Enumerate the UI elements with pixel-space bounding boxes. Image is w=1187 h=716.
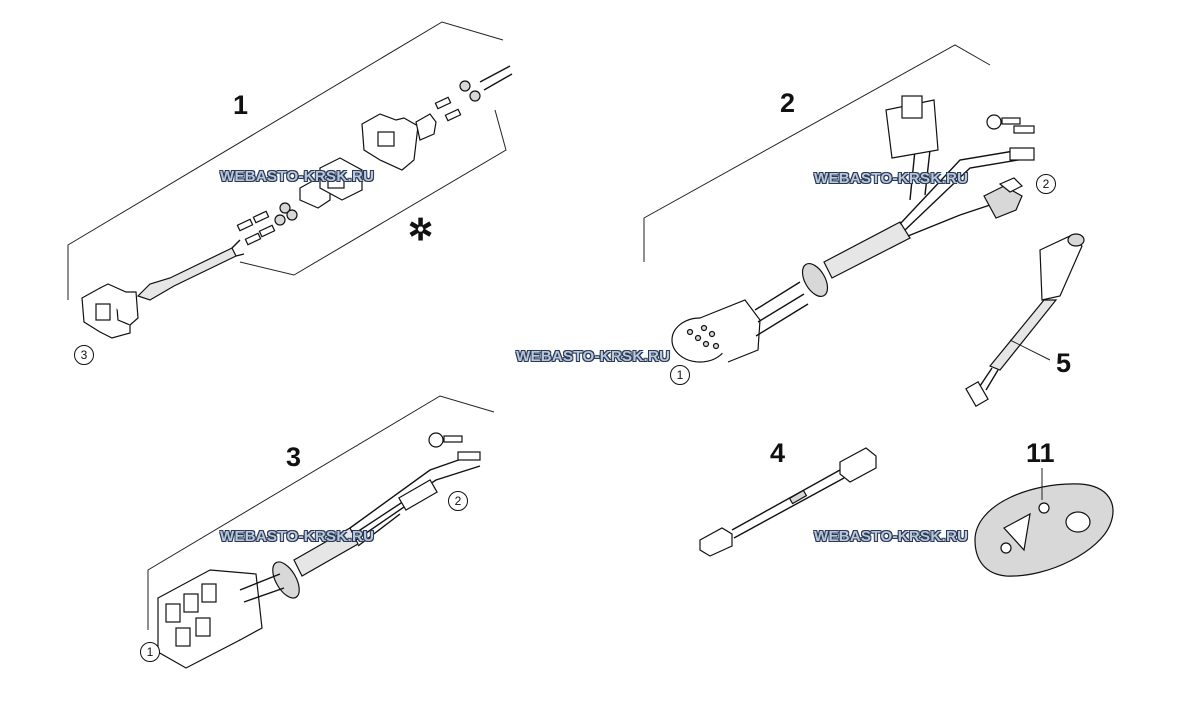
callout-p3-connector-a: 1 xyxy=(140,642,160,662)
watermark: WEBASTO-KRSK.RU xyxy=(516,348,671,365)
part-2-drawing xyxy=(643,44,1035,363)
callout-p2-connector-a: 1 xyxy=(670,365,690,385)
watermark: WEBASTO-KRSK.RU xyxy=(814,528,969,545)
watermark: WEBASTO-KRSK.RU xyxy=(814,170,969,187)
part-5-drawing xyxy=(965,233,1085,407)
watermark: WEBASTO-KRSK.RU xyxy=(220,528,375,545)
part-4-drawing xyxy=(699,447,877,557)
part-number-11: 11 xyxy=(1026,438,1055,468)
watermark: WEBASTO-KRSK.RU xyxy=(220,168,375,185)
part-number-4: 4 xyxy=(770,438,786,468)
part-1-drawing xyxy=(67,21,513,339)
part-number-5: 5 xyxy=(1056,348,1072,378)
part-number-3: 3 xyxy=(286,442,302,472)
callout-p3-connector-b: 2 xyxy=(448,491,468,511)
callout-p2-connector-b: 2 xyxy=(1036,174,1056,194)
part-11-drawing xyxy=(974,468,1114,577)
callout-p1-connector: 3 xyxy=(74,345,94,365)
asterisk-mark: ✲ xyxy=(408,214,434,247)
part-number-2: 2 xyxy=(780,88,796,118)
part-3-drawing xyxy=(147,395,495,669)
part-number-1: 1 xyxy=(233,90,249,120)
